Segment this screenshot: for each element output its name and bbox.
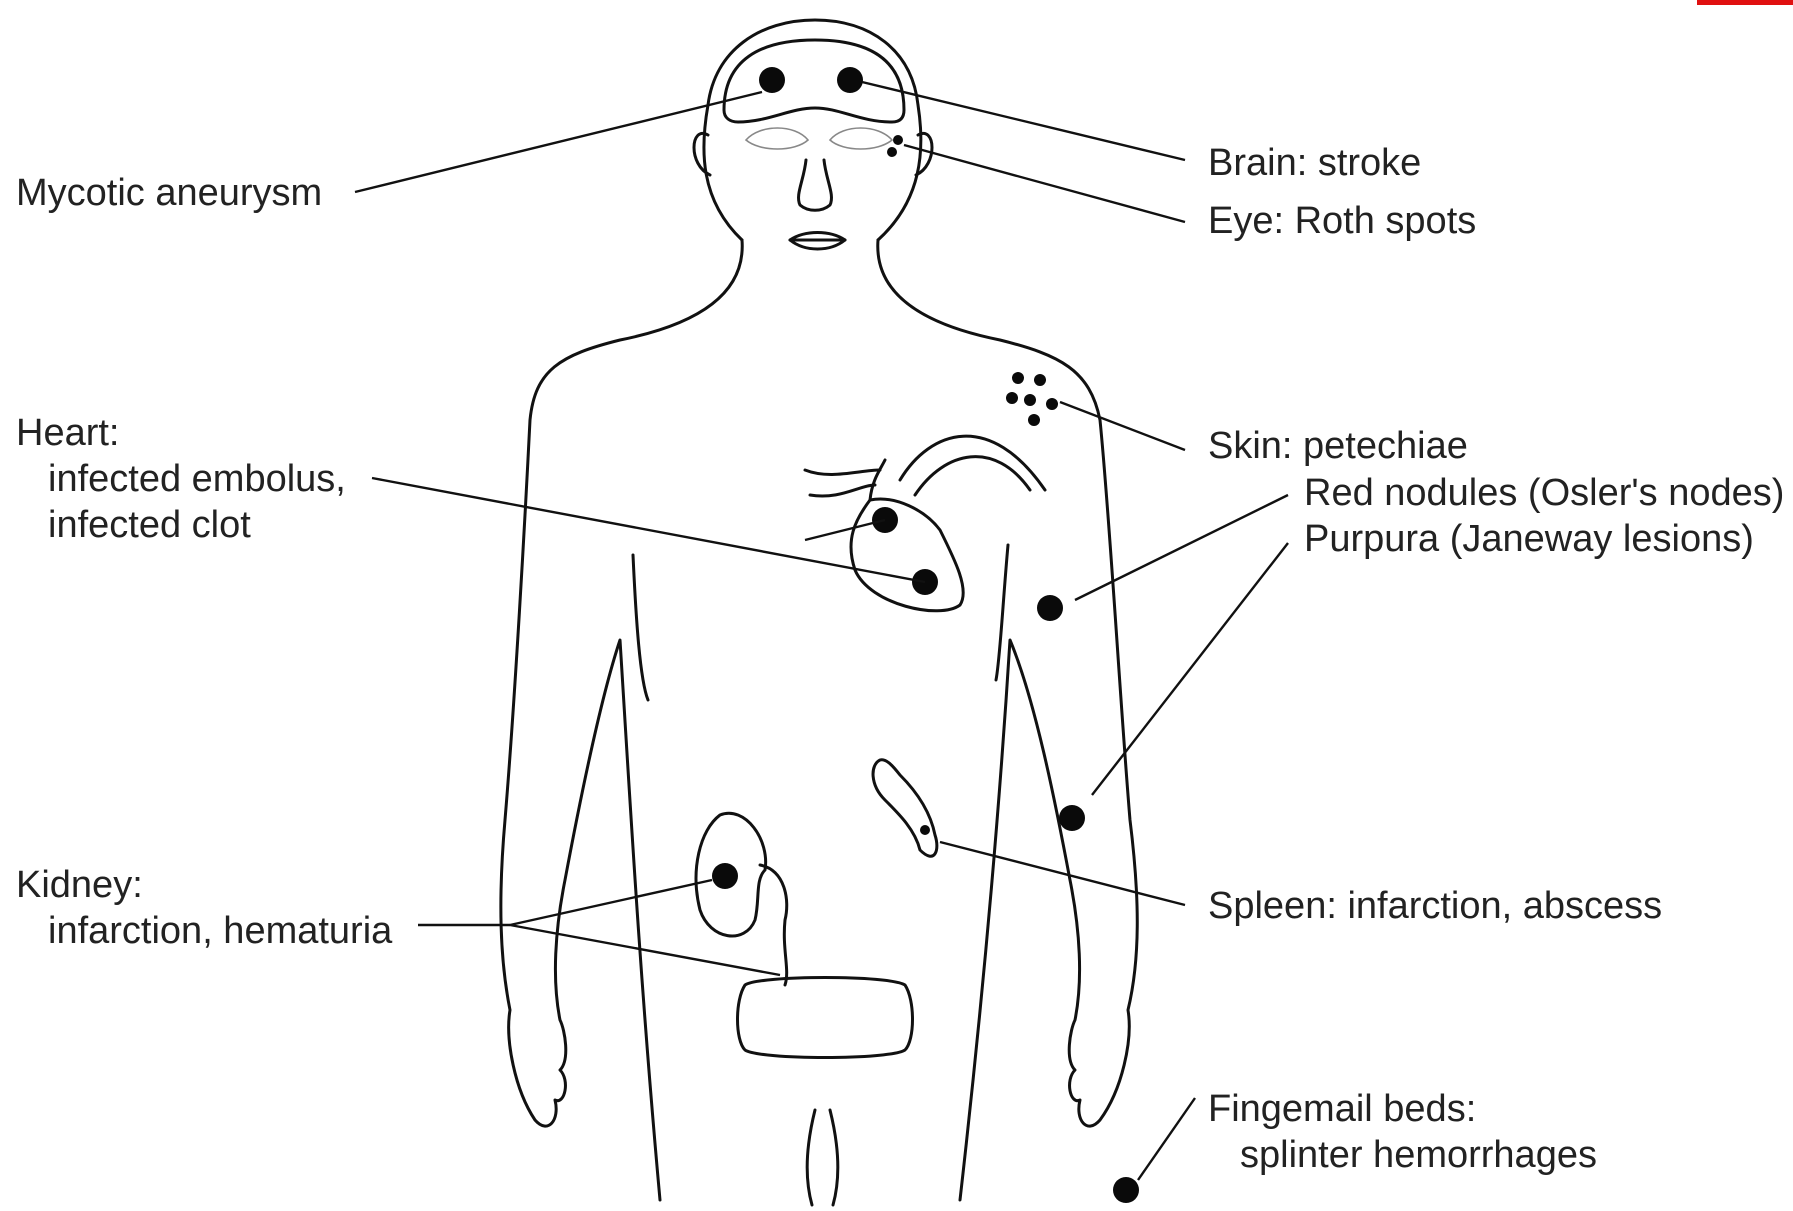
label-fingernail-line1: splinter hemorrhages bbox=[1210, 1132, 1597, 1178]
label-heart-line2: infected clot bbox=[18, 502, 251, 548]
label-eye: Eye: Roth spots bbox=[1208, 198, 1476, 244]
head-outline bbox=[694, 20, 932, 240]
petechia-dot bbox=[1024, 394, 1036, 406]
spleen-lesion-dot bbox=[920, 825, 930, 835]
janeway-lesion-dot bbox=[1059, 805, 1085, 831]
leader-fingernail bbox=[1138, 1098, 1195, 1180]
label-brain: Brain: stroke bbox=[1208, 140, 1421, 186]
label-purpura: Purpura (Janeway lesions) bbox=[1304, 516, 1754, 562]
label-kidney-title: Kidney: bbox=[16, 862, 143, 908]
label-kidney-line1: infarction, hematuria bbox=[18, 908, 392, 954]
lesion-dots bbox=[712, 67, 1139, 1203]
leader-kidney-lower bbox=[510, 925, 780, 975]
brain-outline bbox=[724, 40, 904, 122]
kidney-lesion-dot bbox=[712, 863, 738, 889]
roth-spot-dot bbox=[893, 135, 903, 145]
leader-eye bbox=[904, 145, 1185, 222]
osler-node-dot bbox=[1037, 595, 1063, 621]
label-spleen: Spleen: infarction, abscess bbox=[1208, 883, 1662, 929]
brain-lesion-dot bbox=[759, 67, 785, 93]
bladder-organ bbox=[738, 978, 913, 1058]
label-red-nodules: Red nodules (Osler's nodes) bbox=[1304, 470, 1784, 516]
spleen-organ bbox=[873, 760, 937, 857]
petechia-dot bbox=[1028, 414, 1040, 426]
label-mycotic-aneurysm: Mycotic aneurysm bbox=[16, 170, 322, 216]
label-heart-line1: infected embolus, bbox=[18, 456, 346, 502]
nose bbox=[799, 160, 832, 210]
eyes bbox=[746, 128, 892, 149]
petechia-dot bbox=[1046, 398, 1058, 410]
leader-brain bbox=[862, 82, 1185, 160]
leader-janeway bbox=[1092, 543, 1288, 795]
petechia-dot bbox=[1034, 374, 1046, 386]
leader-kidney-upper bbox=[510, 880, 712, 925]
roth-spot-dot bbox=[887, 147, 897, 157]
leader-skin bbox=[1060, 402, 1185, 450]
petechia-dot bbox=[1006, 392, 1018, 404]
leader-lines bbox=[355, 82, 1288, 1180]
mouth bbox=[790, 233, 845, 250]
kidney-organ bbox=[696, 813, 787, 985]
brain-lesion-dot bbox=[837, 67, 863, 93]
label-fingernail-title: Fingemail beds: bbox=[1208, 1086, 1476, 1132]
fingernail-lesion-dot bbox=[1113, 1177, 1139, 1203]
leader-heart-clot bbox=[805, 520, 885, 540]
leader-spleen bbox=[940, 842, 1185, 905]
label-skin: Skin: petechiae bbox=[1208, 423, 1468, 469]
leader-mycotic bbox=[355, 92, 762, 192]
petechia-dot bbox=[1012, 372, 1024, 384]
label-heart-title: Heart: bbox=[16, 410, 119, 456]
